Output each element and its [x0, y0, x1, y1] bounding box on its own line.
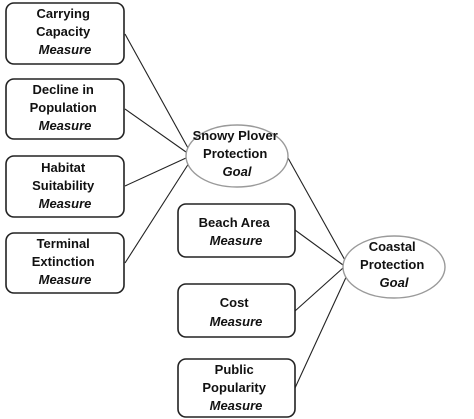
measure-node-decline-in-population: Decline in Population Measure [5, 78, 125, 140]
edges [124, 33, 349, 389]
measure-label: Decline in Population Measure [30, 82, 101, 133]
measure-node-beach-area: Beach Area Measure [177, 203, 296, 258]
measure-node-carrying-capacity: Carrying Capacity Measure [5, 2, 125, 65]
goal-label: Coastal Protection Goal [360, 239, 428, 290]
measure-node-terminal-extinction: Terminal Extinction Measure [5, 232, 125, 294]
goal-label: Snowy Plover Protection Goal [193, 128, 282, 179]
measure-box [177, 358, 296, 418]
edge-snowy-plover-to-coastal [287, 157, 347, 263]
measure-node-public-popularity: Public Popularity Measure [177, 358, 296, 418]
measure-label: Beach Area Measure [199, 215, 274, 248]
edge-terminal-extinction-to-snowy-plover [124, 162, 190, 264]
measure-box [5, 232, 125, 294]
measure-box [5, 2, 125, 65]
edge-decline-in-population-to-snowy-plover [124, 108, 187, 153]
goal-node-snowy-plover-protection: Snowy Plover Protection Goal [185, 124, 289, 188]
measure-label: Habitat Suitability Measure [32, 160, 98, 211]
measure-node-cost: Cost Measure [177, 283, 296, 338]
measure-node-habitat-suitability: Habitat Suitability Measure [5, 155, 125, 218]
measure-box [5, 78, 125, 140]
measure-box [177, 283, 296, 338]
goal-node-coastal-protection: Coastal Protection Goal [342, 235, 446, 299]
edge-cost-to-coastal [294, 267, 344, 312]
measure-label: Carrying Capacity Measure [36, 6, 94, 57]
goal-ellipse [342, 235, 446, 299]
edge-public-popularity-to-coastal [294, 272, 349, 389]
measure-box [5, 155, 125, 218]
goal-ellipse [185, 124, 289, 188]
measure-label: Cost Measure [210, 295, 263, 329]
measure-label: Terminal Extinction Measure [32, 236, 98, 287]
measure-box [177, 203, 296, 258]
edge-habitat-suitability-to-snowy-plover [124, 157, 187, 187]
edge-carrying-capacity-to-snowy-plover [124, 33, 189, 149]
measure-label: Public Popularity Measure [202, 362, 269, 413]
edge-beach-area-to-coastal [294, 229, 344, 266]
